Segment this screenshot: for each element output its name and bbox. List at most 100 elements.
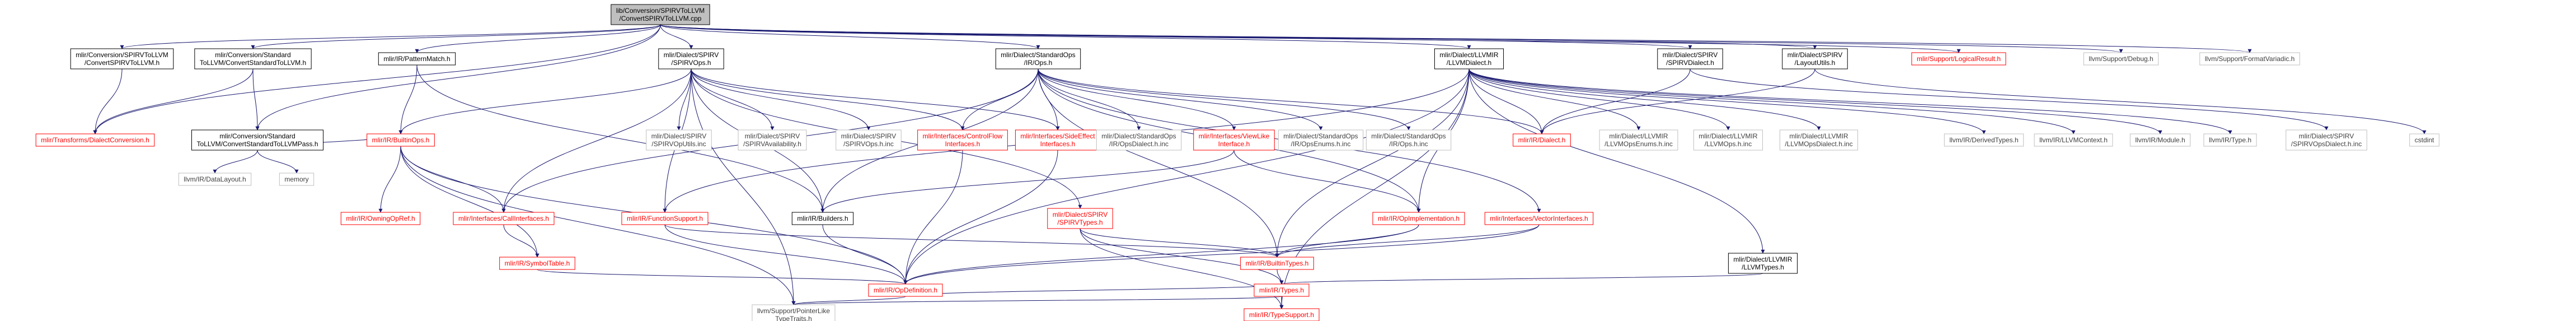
edge-llvmdialect-to-derivedtypes (1468, 68, 1986, 134)
node-label-spirvtypes-line-1: mlir/Dialect/SPIRV (1053, 211, 1108, 218)
node-label-spirvoputils-line-2: /SPIRVOpUtils.inc (651, 140, 706, 148)
node-llvmopsdialect: mlir/Dialect/LLVMIR/LLVMOpsDialect.h.inc (1779, 129, 1859, 151)
node-box-cstdint (2409, 133, 2439, 147)
node-label-llvmcontext-line-1: llvm/IR/LLVMContext.h (2039, 136, 2108, 144)
node-builtintypes: mlir/IR/BuiltinTypes.h (1240, 257, 1314, 270)
edge-root-to-formatvariadic (660, 24, 2251, 53)
node-builders[interactable]: mlir/IR/Builders.h (791, 212, 854, 225)
edge-llvmdialect-to-irtype (1468, 68, 2232, 134)
node-box-builtinops (367, 133, 435, 147)
node-datalayout: llvm/IR/DataLayout.h (178, 173, 252, 186)
edge-llvmdialect-to-llvmtypes (1468, 68, 1765, 254)
node-box-memory (279, 173, 315, 186)
node-label-llvmopsinc-line-1: mlir/Dialect/LLVMIR (1698, 132, 1757, 140)
edge-llvmdialect-to-typesupport (1279, 68, 1470, 309)
edge-convstdh-to-dialectconversion (93, 68, 254, 134)
edge-llvmdialect-to-module (1468, 68, 2162, 134)
node-symboltable: mlir/IR/SymbolTable.h (499, 257, 575, 270)
node-box-opimpl (1372, 212, 1465, 225)
node-opdefinition: mlir/IR/OpDefinition.h (868, 283, 943, 297)
edge-sideeffect-to-opdefinition (903, 150, 1058, 285)
node-convspirvh[interactable]: mlir/Conversion/SPIRVToLLVM/ConvertSPIRV… (70, 48, 174, 69)
node-box-dialectconversion (35, 133, 155, 147)
node-label-vectorinterfaces-line-1: mlir/Interfaces/VectorInterfaces.h (1490, 215, 1588, 222)
edge-llvmdialect-to-builtintypes (1275, 68, 1470, 258)
node-box-stdops (995, 48, 1081, 69)
edge-opimpl-to-builtintypes (1275, 224, 1419, 258)
node-box-module (2129, 133, 2191, 147)
node-convstdpass[interactable]: mlir/Conversion/StandardToLLVM/ConvertSt… (191, 129, 324, 151)
edge-functionsupport-to-opdefinition (664, 224, 908, 285)
node-irtype: llvm/IR/Type.h (2203, 133, 2257, 147)
node-spirvdialect[interactable]: mlir/Dialect/SPIRV/SPIRVDialect.h (1657, 48, 1723, 69)
edge-llvmdialect-to-llvmopsinc (1468, 68, 1730, 131)
node-spirvopsinc: mlir/Dialect/SPIRV/SPIRVOps.h.inc (836, 129, 902, 151)
node-label-spirvopsinc-line-2: /SPIRVOps.h.inc (843, 140, 894, 148)
node-llvmcontext: llvm/IR/LLVMContext.h (2034, 133, 2113, 147)
node-builtinops: mlir/IR/BuiltinOps.h (367, 133, 435, 147)
node-label-opdefinition-line-1: mlir/IR/OpDefinition.h (874, 286, 937, 294)
node-label-stdopsinc-line-2: /IR/Ops.h.inc (1389, 140, 1428, 148)
edge-convstdh-to-convstdpass (252, 68, 260, 131)
node-label-builtintypes-line-1: mlir/IR/BuiltinTypes.h (1246, 259, 1309, 267)
edge-root-to-convspirvh (120, 24, 661, 49)
node-stdopsdialect: mlir/Dialect/StandardOps/IR/OpsDialect.h… (1096, 129, 1182, 151)
edge-vectorinterfaces-to-builtintypes (1275, 224, 1540, 258)
edge-spirvops-to-controlflow (691, 68, 965, 131)
node-box-callinterfaces (453, 212, 555, 225)
edge-functionsupport-to-builtintypes (664, 224, 1279, 258)
node-label-llvmtypes-line-2: /LLVMTypes.h (1742, 263, 1784, 271)
edge-stdops-to-controlflow (960, 68, 1039, 131)
edge-opimpl-to-opdefinition (903, 224, 1419, 285)
node-box-builders (791, 212, 854, 225)
edge-llvmdialect-to-irdialect (1468, 68, 1544, 134)
node-label-convstdpass-line-1: mlir/Conversion/Standard (219, 132, 295, 140)
node-layoututils[interactable]: mlir/Dialect/SPIRV/LayoutUtils.h (1782, 48, 1848, 69)
edge-builders-to-opdefinition (822, 224, 908, 285)
node-stdops[interactable]: mlir/Dialect/StandardOps/IR/Ops.h (995, 48, 1081, 69)
edge-spirvdialect-to-spirvopsdialect (1690, 68, 2329, 131)
edge-llvmtypes-to-irtypes (1280, 273, 1763, 285)
node-irdialect: mlir/IR/Dialect.h (1513, 133, 1571, 147)
node-label-memory-line-1: memory (284, 175, 308, 183)
node-box-irtype (2203, 133, 2257, 147)
node-root[interactable]: lib/Conversion/SPIRVToLLVM/ConvertSPIRVT… (611, 4, 710, 25)
edge-spirvdialect-to-irdialect (1540, 68, 1691, 134)
edge-convspirvh-to-dialectconversion (93, 68, 123, 134)
node-label-spirvops-line-1: mlir/Dialect/SPIRV (664, 51, 719, 59)
node-label-owningopref-line-1: mlir/IR/OwningOpRef.h (346, 215, 415, 222)
node-box-llvmopsenums (1599, 129, 1678, 151)
node-label-module-line-1: llvm/IR/Module.h (2135, 136, 2185, 144)
edge-root-to-patternmatch (415, 24, 661, 53)
node-label-convspirvh-line-1: mlir/Conversion/SPIRVToLLVM (76, 51, 168, 59)
node-label-llvmopsinc-line-2: /LLVMOps.h.inc (1705, 140, 1752, 148)
node-owningopref: mlir/IR/OwningOpRef.h (340, 212, 421, 225)
node-stdopsinc: mlir/Dialect/StandardOps/IR/Ops.h.inc (1366, 129, 1452, 151)
node-label-root-line-1: lib/Conversion/SPIRVToLLVM (616, 7, 705, 15)
node-llvmtypes[interactable]: mlir/Dialect/LLVMIR/LLVMTypes.h (1728, 253, 1798, 274)
node-box-symboltable (499, 257, 575, 270)
node-llvmopsinc: mlir/Dialect/LLVMIR/LLVMOps.h.inc (1693, 129, 1763, 151)
node-box-spirvdialect (1657, 48, 1723, 69)
node-box-spirvopsdialect (2286, 129, 2367, 151)
edge-llvmdialect-to-llvmopsdialect (1468, 68, 1821, 131)
node-label-convstdh-line-2: ToLLVM/ConvertStandardToLLVM.h (200, 59, 306, 67)
node-label-llvmdialect-line-1: mlir/Dialect/LLVMIR (1439, 51, 1498, 59)
node-box-functionsupport (621, 212, 708, 225)
node-convstdh[interactable]: mlir/Conversion/StandardToLLVM/ConvertSt… (194, 48, 312, 69)
node-spirvops[interactable]: mlir/Dialect/SPIRV/SPIRVOps.h (658, 48, 724, 69)
edge-patternmatch-to-builtinops (398, 64, 417, 134)
node-spirvoputils: mlir/Dialect/SPIRV/SPIRVOpUtils.inc (646, 129, 712, 151)
node-label-opimpl-line-1: mlir/IR/OpImplementation.h (1378, 215, 1460, 222)
node-llvmdialect[interactable]: mlir/Dialect/LLVMIR/LLVMDialect.h (1434, 48, 1504, 69)
node-box-controlflow (917, 129, 1008, 151)
edge-builtinops-to-callinterfaces (400, 146, 506, 213)
node-label-spirvopsinc-line-1: mlir/Dialect/SPIRV (841, 132, 896, 140)
node-patternmatch[interactable]: mlir/IR/PatternMatch.h (378, 52, 456, 66)
node-opimpl: mlir/IR/OpImplementation.h (1372, 212, 1465, 225)
